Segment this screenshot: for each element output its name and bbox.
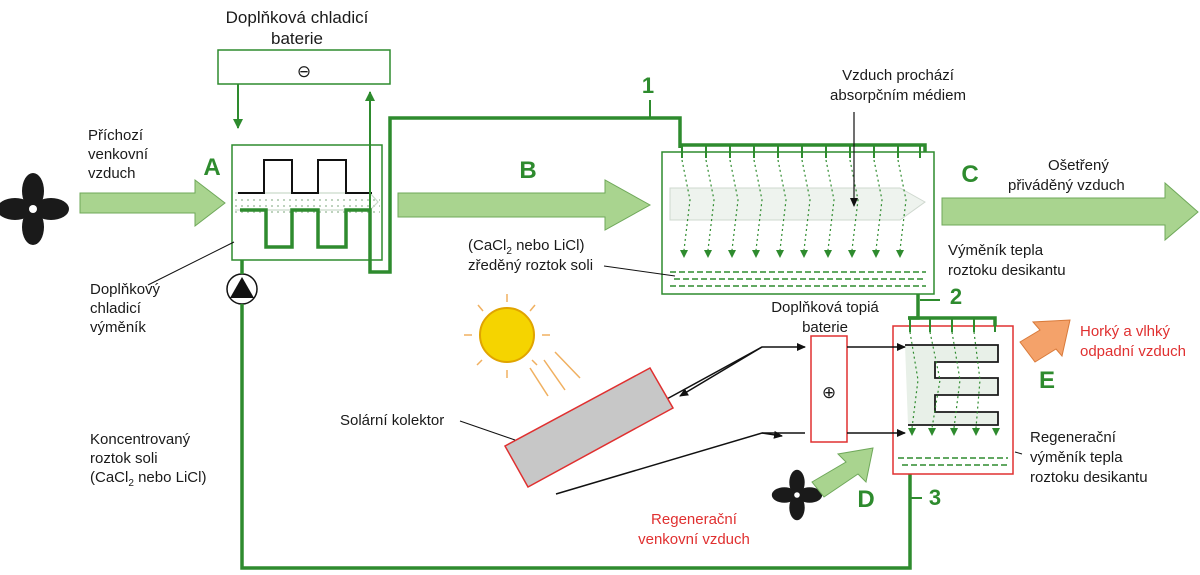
incoming-air-label-3: vzduch — [88, 165, 136, 182]
incoming-air-label-1: Příchozí — [88, 127, 144, 144]
cooling-exchanger-label-1: Doplňkový — [90, 281, 161, 298]
cooling-exchanger-label-2: chladicí — [90, 300, 142, 317]
air-through-label-1: Vzduch prochází — [842, 67, 955, 84]
desiccant-exchanger-label-1: Výměník tepla — [948, 242, 1044, 259]
incoming-air-arrow — [79, 178, 226, 228]
regen-air-arrow — [811, 447, 874, 498]
regen-fan-icon — [771, 469, 823, 521]
diluted-label-1: (CaCl2 nebo LiCl) — [468, 237, 584, 257]
heating-battery — [810, 335, 848, 443]
diluted-label-2: zředěný roztok soli — [468, 257, 593, 274]
treated-air-label-2: přiváděný vzduch — [1008, 177, 1125, 194]
point-2-label: 2 — [950, 284, 962, 309]
plus-symbol: ⊕ — [822, 383, 836, 402]
solar-collector-label: Solární kolektor — [340, 412, 444, 429]
minus-symbol: ⊖ — [297, 62, 311, 81]
point-a-label: A — [203, 154, 220, 181]
point-c-label: C — [961, 161, 978, 188]
inlet-fan-icon — [0, 173, 69, 245]
heating-battery-label-1: Doplňková topiá — [771, 299, 879, 316]
incoming-air-label-2: venkovní — [88, 146, 149, 163]
pump-icon — [226, 273, 258, 305]
point-e-label: E — [1039, 367, 1055, 394]
cooling-battery — [217, 49, 391, 85]
cooling-exchanger — [231, 144, 383, 261]
regen-air-label-2: venkovní vzduch — [638, 531, 750, 548]
hot-humid-air-arrow — [1019, 319, 1071, 363]
cooling-coil-black — [238, 159, 372, 194]
regen-exchanger-label-1: Regenerační — [1030, 429, 1117, 446]
point-1-label: 1 — [642, 73, 654, 98]
treated-air-label-1: Ošetřený — [1048, 157, 1109, 174]
point-d-label: D — [857, 486, 874, 513]
concentrated-label-2: roztok soli — [90, 450, 158, 467]
regen-exchanger-label-3: roztoku desikantu — [1030, 469, 1148, 486]
point-b-label: B — [519, 157, 536, 184]
cooling-battery-label-2: baterie — [271, 29, 323, 48]
hot-humid-label-1: Horký a vlhký — [1080, 323, 1171, 340]
sun-icon — [464, 294, 581, 397]
air-b-arrow — [397, 179, 652, 231]
concentrated-return-pipe — [240, 304, 912, 570]
heating-battery-label-2: baterie — [802, 319, 848, 336]
hot-humid-label-2: odpadní vzduch — [1080, 343, 1186, 360]
point-3-label: 3 — [929, 485, 941, 510]
treated-air-arrow — [941, 181, 1199, 242]
regen-exchanger-label-2: výměník tepla — [1030, 449, 1123, 466]
cooling-exchanger-label-3: výměník — [90, 319, 146, 336]
solar-collector — [503, 366, 675, 489]
cooling-battery-label-1: Doplňková chladicí — [226, 8, 369, 27]
concentrated-label-1: Koncentrovaný — [90, 431, 191, 448]
regen-air-label-1: Regenerační — [651, 511, 738, 528]
desiccant-exchanger — [661, 151, 935, 295]
cooling-coil-green — [240, 116, 682, 274]
concentrated-label-3: (CaCl2 nebo LiCl) — [90, 469, 206, 489]
air-through-label-2: absorpčním médiem — [830, 87, 966, 104]
desiccant-exchanger-label-2: roztoku desikantu — [948, 262, 1066, 279]
regen-coil — [905, 344, 999, 426]
